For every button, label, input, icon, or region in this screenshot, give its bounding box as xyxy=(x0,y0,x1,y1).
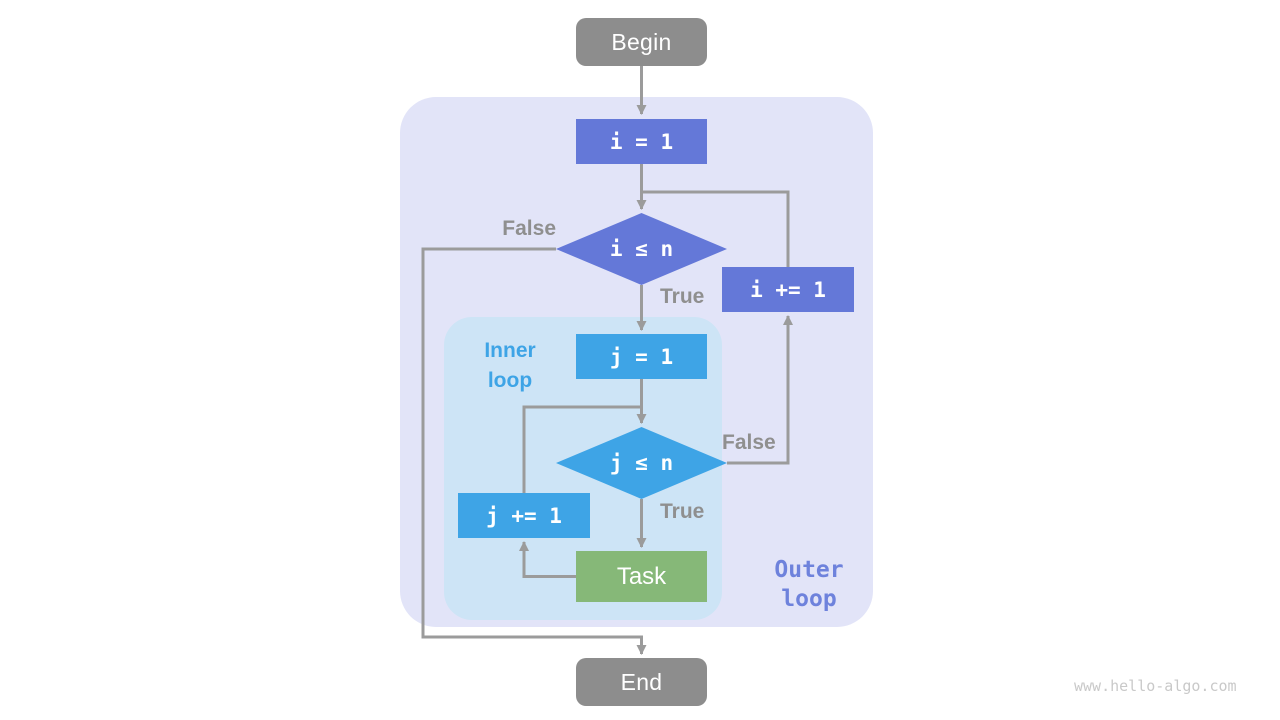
decision-diamond-cond-j xyxy=(556,427,727,499)
outer-false-label: False xyxy=(502,217,556,240)
edge-cond-j-false-to-incr-i xyxy=(727,315,793,465)
outer-true-label: True xyxy=(660,285,705,308)
inner-loop-caption-line2: loop xyxy=(487,369,533,392)
inner-loop-caption-line1: Inner xyxy=(484,339,536,362)
outer-loop-caption: Outer loop xyxy=(744,556,874,614)
incr-i-node: i += 1 xyxy=(722,267,854,312)
outer-loop-caption-line2: loop xyxy=(781,586,837,612)
task-node: Task xyxy=(576,551,707,602)
end-node: End xyxy=(576,658,707,706)
decision-diamond-cond-i xyxy=(556,213,727,285)
edge-incr-j-to-cond-j xyxy=(522,405,642,493)
edge-task-to-incr-j xyxy=(519,541,576,578)
watermark-text: www.hello-algo.com xyxy=(1074,677,1237,695)
init-i-node: i = 1 xyxy=(576,119,707,164)
outer-loop-caption-line1: Outer xyxy=(774,557,844,583)
cond-i-label: i ≤ n xyxy=(609,237,674,261)
inner-true-label: True xyxy=(660,500,705,523)
edge-cond-i-false-to-end xyxy=(421,247,647,655)
incr-j-node: j += 1 xyxy=(458,493,590,538)
edge-incr-i-to-cond-i xyxy=(641,190,790,267)
begin-node: Begin xyxy=(576,18,707,66)
inner-loop-caption: Inner loop xyxy=(450,336,570,396)
inner-false-label: False xyxy=(722,431,776,454)
init-j-node: j = 1 xyxy=(576,334,707,379)
cond-j-label: j ≤ n xyxy=(609,451,674,475)
